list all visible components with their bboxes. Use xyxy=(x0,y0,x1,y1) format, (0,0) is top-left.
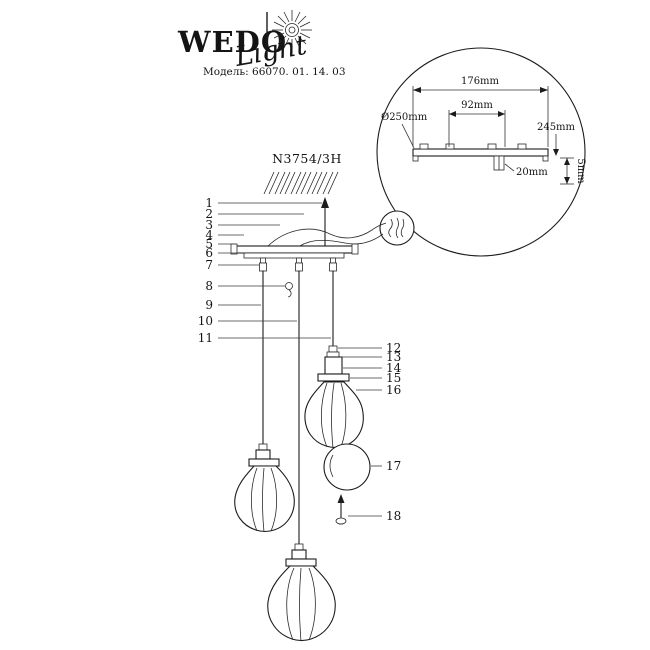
dim-176-label: 176mm xyxy=(461,76,500,87)
callout-3: 3 xyxy=(205,218,280,232)
dim-d250-label: Ø250mm xyxy=(381,112,428,123)
callout-11-label: 11 xyxy=(198,331,213,345)
shade-ring xyxy=(248,458,280,467)
callout-5: 5 xyxy=(205,237,236,251)
cord-grip-center xyxy=(295,257,303,272)
canopy-detail-view: 176mm 92mm Ø250mm 245mm 5 xyxy=(376,47,586,257)
callout-13: 13 xyxy=(340,350,401,364)
callout-17: 17 xyxy=(371,459,401,473)
callout-9-label: 9 xyxy=(205,298,213,312)
sphere-shade xyxy=(323,443,371,491)
callouts-left: 1 2 3 4 5 6 7 8 xyxy=(198,196,331,345)
callout-2-label: 2 xyxy=(205,207,213,221)
callout-1: 1 xyxy=(205,196,322,210)
cord-stop xyxy=(294,543,304,551)
dim-5-label: 5mm xyxy=(575,158,586,184)
callout-14-label: 14 xyxy=(386,361,402,375)
callout-11: 11 xyxy=(198,331,331,345)
cord-grip-left xyxy=(259,257,267,272)
lamp-socket xyxy=(255,449,271,460)
callout-16: 16 xyxy=(356,383,401,397)
dim-245-label: 245mm xyxy=(537,122,576,133)
mount-arrow xyxy=(321,197,329,247)
pendant-left xyxy=(234,443,295,533)
canopy-bar xyxy=(230,243,359,272)
callout-8-label: 8 xyxy=(205,279,213,293)
cord-grip-right xyxy=(329,257,337,272)
wire-detail-magnifier xyxy=(379,210,415,246)
callout-13-label: 13 xyxy=(386,350,401,364)
callout-1-label: 1 xyxy=(205,196,213,210)
shade-left-outline xyxy=(234,465,295,533)
canopy-plate-section xyxy=(412,143,549,171)
callout-8: 8 xyxy=(205,279,285,293)
lamp-socket xyxy=(291,549,307,560)
dim-20-label: 20mm xyxy=(516,167,548,178)
callout-3-label: 3 xyxy=(205,218,213,232)
callouts-right: 12 13 14 15 16 17 18 xyxy=(338,341,402,523)
callout-9: 9 xyxy=(205,298,261,312)
model-number: Модель: 66070. 01. 14. 03 xyxy=(203,66,346,78)
dimension-92: 92mm xyxy=(448,100,506,147)
dimension-d250: Ø250mm xyxy=(381,112,428,149)
dim-92-label: 92mm xyxy=(461,100,493,111)
finial-part xyxy=(335,494,347,525)
callout-15-label: 15 xyxy=(386,371,401,385)
shade-ring xyxy=(285,558,317,567)
callout-10: 10 xyxy=(198,314,297,328)
callout-6: 6 xyxy=(205,246,246,260)
part-code: N3754/3H xyxy=(272,151,342,166)
cord-stop xyxy=(328,345,338,353)
callout-15: 15 xyxy=(350,371,401,385)
callout-4: 4 xyxy=(205,228,244,242)
brand-logo: WEDO Light Модель: 66070. 01. 14. 03 xyxy=(177,10,346,78)
callout-18: 18 xyxy=(348,509,401,523)
callout-12-label: 12 xyxy=(386,341,401,355)
callout-4-label: 4 xyxy=(205,228,213,242)
dimension-245: 245mm xyxy=(537,122,576,156)
peacock-swirl-icon xyxy=(272,10,312,50)
cord-stop xyxy=(258,443,268,451)
callout-12: 12 xyxy=(338,341,401,355)
dimension-5: 5mm xyxy=(560,157,586,185)
callout-18-label: 18 xyxy=(386,509,401,523)
callout-10-label: 10 xyxy=(198,314,213,328)
ceiling-hatch xyxy=(263,171,339,195)
dimension-176: 176mm xyxy=(412,76,549,147)
lamp-socket xyxy=(324,356,343,375)
callout-2: 2 xyxy=(205,207,304,221)
coupling xyxy=(326,351,340,358)
callout-7: 7 xyxy=(205,258,259,272)
suspension-cords xyxy=(262,270,334,545)
swag-hook xyxy=(285,282,293,298)
callout-14: 14 xyxy=(343,361,402,375)
shade-ring xyxy=(317,373,350,382)
shade-bottom-outline xyxy=(267,565,336,642)
callout-5-label: 5 xyxy=(205,237,213,251)
shade-top-outline xyxy=(304,381,364,449)
dimension-20: 20mm xyxy=(504,163,548,178)
callout-16-label: 16 xyxy=(386,383,401,397)
brand-wordmark: WEDO xyxy=(177,25,287,59)
callout-17-label: 17 xyxy=(386,459,401,473)
pendant-bottom xyxy=(267,543,336,642)
callout-6-label: 6 xyxy=(205,246,213,260)
supply-wires xyxy=(267,222,387,247)
pendant-top xyxy=(304,345,364,449)
callout-7-label: 7 xyxy=(205,258,213,272)
